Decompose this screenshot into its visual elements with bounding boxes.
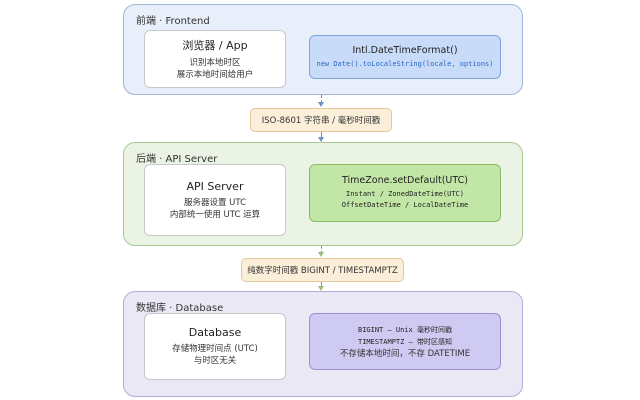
intl-card-code: new Date().toLocaleString(locale, option… <box>316 59 494 68</box>
database-line: 与时区无关 <box>193 356 237 366</box>
api-server-line: 服务器设置 UTC <box>183 197 247 208</box>
arrow-head-icon <box>318 102 324 107</box>
backend-layer-label: 后端 · API Server <box>136 154 218 165</box>
frontend-layer: 前端 · Frontend 浏览器 / App 识别本地时区 展示本地时间给用户… <box>123 4 523 95</box>
browser-app-title: 浏览器 / App <box>182 39 248 52</box>
timezone-default-card: TimeZone.setDefault(UTC) Instant / Zoned… <box>309 164 501 222</box>
connector-line <box>321 95 322 103</box>
browser-app-line: 识别本地时区 <box>189 58 241 68</box>
frontend-layer-label: 前端 · Frontend <box>136 16 210 27</box>
storage-type-line: TIMESTAMPTZ – 带时区感知 <box>357 337 452 346</box>
bigint-transport-pill: 纯数字时间戳 BIGINT / TIMESTAMPTZ <box>241 258 404 282</box>
storage-types-card: BIGINT – Unix 毫秒时间戳 TIMESTAMPTZ – 带时区感知 … <box>309 313 501 370</box>
intl-card-title: Intl.DateTimeFormat() <box>352 44 458 56</box>
browser-app-line: 展示本地时间给用户 <box>176 70 254 80</box>
connector-line <box>321 282 322 287</box>
connector-line <box>321 132 322 138</box>
iso8601-transport-pill: ISO-8601 字符串 / 毫秒时间戳 <box>250 108 392 132</box>
storage-type-line: BIGINT – Unix 毫秒时间戳 <box>357 325 452 334</box>
api-server-line: 内部统一使用 UTC 运算 <box>169 209 261 220</box>
connector-line <box>321 246 322 253</box>
backend-layer: 后端 · API Server API Server 服务器设置 UTC 内部统… <box>123 142 523 246</box>
timezone-card-line: OffsetDateTime / LocalDateTime <box>341 201 469 209</box>
database-card: Database 存储物理时间点 (UTC) 与时区无关 <box>144 313 286 380</box>
arrow-head-icon <box>318 286 324 291</box>
database-layer-label: 数据库 · Database <box>136 303 224 314</box>
arrow-head-icon <box>318 137 324 142</box>
storage-type-line: 不存储本地时间，不存 DATETIME <box>339 348 471 359</box>
api-server-card: API Server 服务器设置 UTC 内部统一使用 UTC 运算 <box>144 164 286 236</box>
database-line: 存储物理时间点 (UTC) <box>172 344 258 354</box>
database-title: Database <box>188 326 242 339</box>
timezone-card-title: TimeZone.setDefault(UTC) <box>342 175 468 186</box>
database-layer: 数据库 · Database Database 存储物理时间点 (UTC) 与时… <box>123 291 523 397</box>
timezone-card-line: Instant / ZonedDateTime(UTC) <box>345 190 464 198</box>
browser-app-card: 浏览器 / App 识别本地时区 展示本地时间给用户 <box>144 30 286 88</box>
arrow-head-icon <box>318 252 324 257</box>
intl-datetimeformat-card: Intl.DateTimeFormat() new Date().toLocal… <box>309 35 501 79</box>
api-server-title: API Server <box>186 179 244 193</box>
